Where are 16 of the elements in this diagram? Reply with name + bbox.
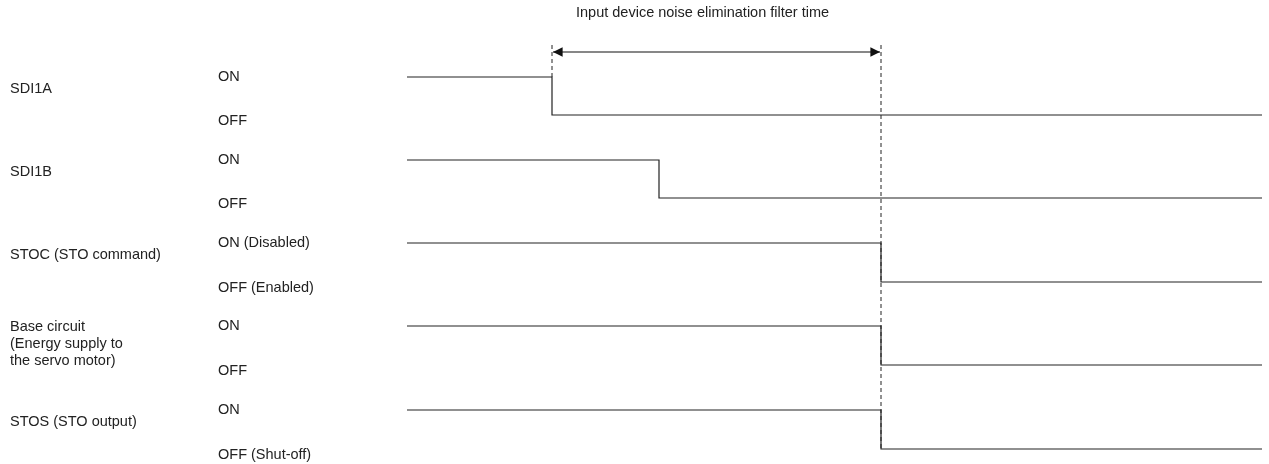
signal-name: SDI1A xyxy=(10,80,52,97)
state-label: ON xyxy=(218,401,240,418)
signal-name: STOC (STO command) xyxy=(10,246,161,263)
signal-name: Base circuit (Energy supply to the servo motor) xyxy=(10,318,124,369)
state-label: OFF (Enabled) xyxy=(218,279,314,296)
state-label: ON xyxy=(218,68,240,85)
dimension-label: Input device noise elimination filter time xyxy=(576,4,830,21)
signal-name: SDI1B xyxy=(10,163,52,180)
state-label: OFF (Shut-off) xyxy=(218,446,312,463)
state-label: OFF xyxy=(218,195,247,212)
state-label: ON (Disabled) xyxy=(218,234,310,251)
signal-name: STOS (STO output) xyxy=(10,413,137,430)
state-label: ON xyxy=(218,317,240,334)
state-label: ON xyxy=(218,151,240,168)
state-label: OFF xyxy=(218,362,247,379)
state-label: OFF xyxy=(218,112,247,129)
